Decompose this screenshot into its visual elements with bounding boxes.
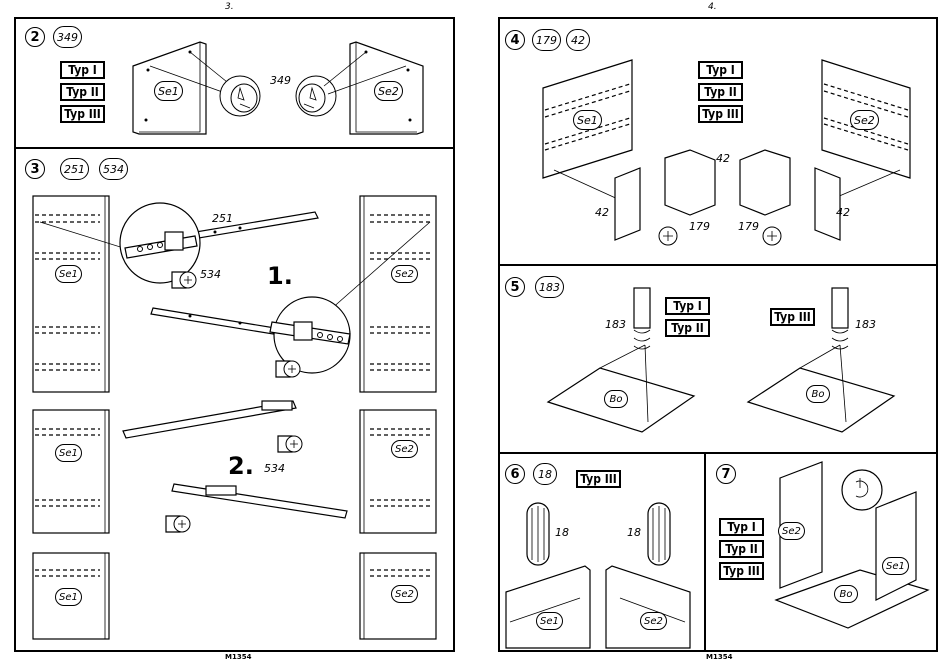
step4-number: 4 [505, 30, 525, 50]
step3-label-534-bottom: 534 [264, 462, 285, 475]
step6-dowel-right [648, 503, 670, 565]
step3-panel-label-4: Se2 [391, 440, 418, 458]
step3-label-251: 251 [212, 212, 233, 225]
step4-label-right-179: 179 [738, 220, 759, 233]
step7-assembly [776, 462, 928, 628]
step3-panel-label-1: Se1 [55, 265, 82, 283]
step2-type-2: Typ II [60, 83, 105, 101]
step6-panel-right-label: Se2 [640, 612, 667, 630]
step2-part-label: 349 [270, 74, 291, 87]
step3-part-251: 251 [60, 158, 89, 180]
step5-base-right-label: Bo [806, 385, 830, 403]
step5-type-2: Typ II [665, 319, 710, 337]
step6-label-right: 18 [627, 526, 641, 539]
step2-type-3: Typ III [60, 105, 105, 123]
step3-rail-lower-b [172, 484, 347, 518]
step2-part-count: 349 [53, 26, 82, 48]
step4-part-42: 42 [566, 29, 590, 51]
step7-type-3: Typ III [719, 562, 764, 580]
step5-label-right: 183 [855, 318, 876, 331]
step3-label-534-top: 534 [200, 268, 221, 281]
step2-cam-lock-right [296, 76, 336, 116]
step4-label-left-42: 42 [595, 206, 609, 219]
step5-type-1: Typ I [665, 297, 710, 315]
step7-base-label: Bo [834, 585, 858, 603]
step4-label-left-179: 179 [689, 220, 710, 233]
step2-panel-right-label: Se2 [374, 81, 403, 101]
step5-base-left-label: Bo [604, 390, 628, 408]
step5-label-left: 183 [605, 318, 626, 331]
step7-panel-left-label: Se2 [778, 522, 805, 540]
step4-label-right-42: 42 [836, 206, 850, 219]
step3-substep-2: 2. [228, 452, 254, 480]
step3-number: 3 [25, 159, 45, 179]
step3-substep-1: 1. [267, 262, 293, 290]
step7-type-2: Typ II [719, 540, 764, 558]
step5-number: 5 [505, 277, 525, 297]
step3-part-534: 534 [99, 158, 128, 180]
step6-label-left: 18 [555, 526, 569, 539]
step6-type: Typ III [576, 470, 621, 488]
step3-rail-lower-a [123, 401, 296, 438]
step6-panels [506, 566, 690, 648]
step5-part-183: 183 [535, 276, 564, 298]
step6-part-18: 18 [533, 463, 557, 485]
step3-panel-label-5: Se1 [55, 588, 82, 606]
step4-type-3: Typ III [698, 105, 743, 123]
step7-panel-right-label: Se1 [882, 557, 909, 575]
step5-base-left [548, 345, 694, 432]
step5-type-3: Typ III [770, 308, 815, 326]
step2-number: 2 [25, 27, 45, 47]
step4-label-center-42: 42 [716, 152, 730, 165]
step3-panel-right-top [330, 196, 436, 392]
step4-screws [659, 227, 781, 245]
step6-dowel-left [527, 503, 549, 565]
step2-cam-lock-left [220, 76, 260, 116]
step2-panel-left-label: Se1 [154, 81, 183, 101]
step6-number: 6 [505, 464, 525, 484]
step7-number: 7 [716, 464, 736, 484]
step6-panel-left-label: Se1 [536, 612, 563, 630]
step3-panel-label-6: Se2 [391, 585, 418, 603]
step4-panel-left-label: Se1 [573, 110, 602, 130]
step3-panel-right-mid [360, 410, 436, 533]
step4-panel-right-label: Se2 [850, 110, 879, 130]
step4-part-179: 179 [532, 29, 561, 51]
step3-panel-left-mid [33, 410, 109, 533]
step3-panel-left-top [33, 196, 130, 392]
step4-type-2: Typ II [698, 83, 743, 101]
step2-type-1: Typ I [60, 61, 105, 79]
step7-type-1: Typ I [719, 518, 764, 536]
step3-magnifier-top [120, 203, 200, 283]
step3-panel-label-2: Se2 [391, 265, 418, 283]
step3-rail-middle [151, 308, 275, 334]
step4-type-1: Typ I [698, 61, 743, 79]
step3-panel-label-3: Se1 [55, 444, 82, 462]
